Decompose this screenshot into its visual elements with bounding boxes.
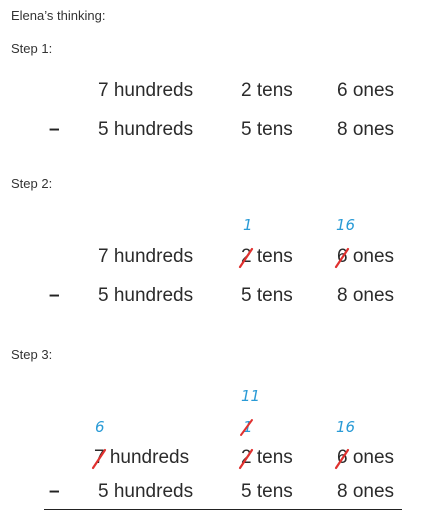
step-3-label: Step 3: xyxy=(11,347,53,362)
step-1-minuend-hundreds: 7 hundreds xyxy=(98,80,194,101)
step-3-annotation-tens-mid: 1 xyxy=(240,418,253,436)
step-1-minuend-tens: 2 tens xyxy=(241,80,293,101)
answer-line xyxy=(44,509,402,510)
step-3-minuend-ones: 6 ones xyxy=(334,447,394,470)
step-3-annotation-ones: 16 xyxy=(336,418,356,436)
crossout-mark xyxy=(238,448,254,470)
step-3-annotation-tens-top: 11 xyxy=(241,387,261,405)
step-2-subtrahend-hundreds: 5 hundreds xyxy=(98,285,194,306)
step-1-label: Step 1: xyxy=(11,41,53,56)
step-1-subtrahend-tens: 5 tens xyxy=(241,119,293,140)
step-2-annotation-tens: 1 xyxy=(243,216,253,234)
step-2-crossed-ones-digit: 6 xyxy=(334,246,350,269)
crossout-mark xyxy=(240,419,253,436)
step-1-minuend-ones: 6 ones xyxy=(337,80,395,101)
step-2-minuend-hundreds: 7 hundreds xyxy=(98,246,194,267)
step-3-minus-sign: – xyxy=(49,481,60,502)
step-2-subtrahend-ones: 8 ones xyxy=(337,285,395,306)
step-3-crossed-hundreds-digit: 7 xyxy=(91,447,107,470)
step-2-label: Step 2: xyxy=(11,176,53,191)
step-3-crossed-tens-digit: 2 xyxy=(238,447,254,470)
step-3-subtrahend-ones: 8 ones xyxy=(337,481,395,502)
step-3-crossed-tens-annotation: 1 xyxy=(240,418,253,436)
crossout-mark xyxy=(91,448,107,470)
crossout-mark xyxy=(238,247,254,269)
step-2-minus-sign: – xyxy=(49,285,60,306)
step-2-minuend-ones: 6 ones xyxy=(334,246,394,269)
step-1-minus-sign: – xyxy=(49,119,60,140)
step-1-subtrahend-hundreds: 5 hundreds xyxy=(98,119,194,140)
step-2-subtrahend-tens: 5 tens xyxy=(241,285,293,306)
step-2-annotation-ones: 16 xyxy=(336,216,356,234)
step-3-annotation-hundreds: 6 xyxy=(95,418,105,436)
step-3-subtrahend-hundreds: 5 hundreds xyxy=(98,481,194,502)
step-2-crossed-tens-digit: 2 xyxy=(238,246,254,269)
crossout-mark xyxy=(334,448,350,470)
step-3-minuend-hundreds: 7 hundreds xyxy=(91,447,189,470)
step-3-crossed-ones-digit: 6 xyxy=(334,447,350,470)
step-1-subtrahend-ones: 8 ones xyxy=(337,119,395,140)
page-title: Elena’s thinking: xyxy=(11,8,106,23)
step-2-minuend-tens: 2 tens xyxy=(238,246,293,269)
step-3-minuend-tens: 2 tens xyxy=(238,447,293,470)
step-3-subtrahend-tens: 5 tens xyxy=(241,481,293,502)
crossout-mark xyxy=(334,247,350,269)
